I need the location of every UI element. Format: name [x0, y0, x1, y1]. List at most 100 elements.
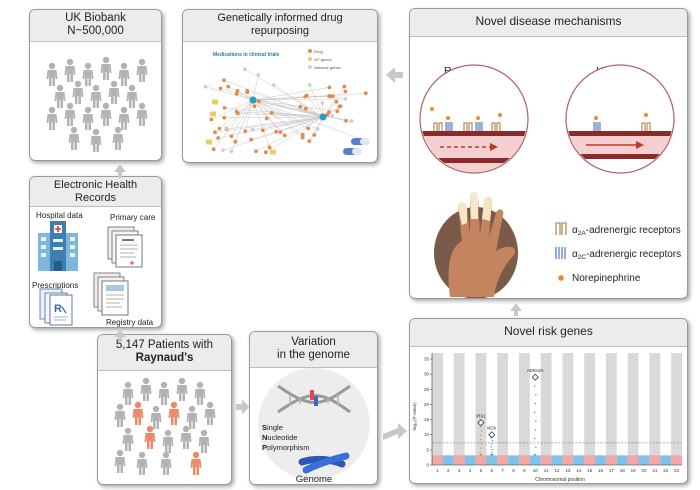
network-nodes	[203, 67, 368, 155]
snp-p-letter: P	[262, 443, 267, 452]
snp-point	[534, 429, 536, 431]
x-tick-label: 14	[576, 468, 582, 473]
legend-norepinephrine: Norepinephrine	[572, 273, 641, 284]
patients-count: 5,147 Patients with	[115, 339, 214, 351]
network-node	[249, 137, 254, 142]
raynauds-vessel-icon	[419, 64, 529, 174]
network-node	[218, 86, 223, 91]
x-tick-label: 2	[447, 468, 450, 473]
x-tick-label: 21	[652, 468, 658, 473]
snp-nucleotide-text: ucleotide	[267, 433, 297, 442]
chromosome-signal	[660, 455, 672, 465]
variation-panel: Variation in the genome Single Nucleotid…	[249, 331, 378, 485]
legend-network-genes: Network genes	[314, 65, 341, 70]
network-node	[254, 149, 258, 154]
x-tick-label: 9	[523, 468, 526, 473]
prescriptions-label: Prescriptions	[32, 281, 79, 290]
chromosome-signal	[671, 455, 682, 465]
network-node	[330, 113, 335, 118]
legend-drug: Drug	[314, 49, 323, 54]
network-node	[222, 115, 227, 120]
network-node	[306, 126, 310, 131]
snp-s-letter: S	[262, 423, 267, 432]
y-tick-label: 25	[424, 387, 430, 392]
drug-title-line2: repurposing	[250, 24, 310, 37]
network-node	[327, 85, 332, 90]
x-tick-label: 16	[598, 468, 604, 473]
chromosome-band	[562, 353, 574, 465]
snp-points	[432, 455, 682, 465]
chromosome-band	[627, 353, 639, 465]
chromosome-signal	[562, 455, 574, 465]
chromosome-signal	[627, 455, 639, 465]
network-node	[303, 106, 308, 111]
snp-point	[490, 454, 492, 456]
arrow-ehr-to-patients	[114, 330, 126, 342]
chromosome-signal	[649, 455, 661, 465]
snp-point	[535, 446, 537, 449]
snp-point	[533, 385, 536, 387]
network-node	[211, 147, 216, 152]
svg-text:Polymorphism: Polymorphism	[262, 443, 310, 452]
network-node	[282, 133, 287, 138]
network-node	[320, 101, 325, 105]
network-node	[221, 148, 225, 153]
drug-title-line1: Genetically informed drug	[217, 12, 343, 24]
alpha-2c-receptor-icon	[555, 247, 566, 259]
chromosome-signal	[432, 455, 443, 465]
x-tick-label: 7	[501, 468, 504, 473]
network-hub-node	[249, 96, 257, 104]
network-node	[271, 83, 276, 87]
network-node	[256, 73, 261, 77]
network-node	[298, 104, 303, 109]
network-title: Medications in clinical trials	[213, 52, 280, 58]
snp-point	[535, 420, 537, 422]
chromosome-signal	[540, 455, 552, 465]
x-axis-label: Chromosomal position	[535, 477, 585, 483]
y-tick-label: 10	[424, 432, 430, 437]
chromosome-signal	[518, 455, 530, 465]
network-node	[343, 96, 348, 101]
legend-a2c: α2C-adrenergic receptors	[572, 249, 681, 261]
chromosome-band	[497, 353, 509, 465]
network-node	[222, 106, 227, 110]
snp-n-letter: N	[262, 433, 267, 442]
arrow-variation-to-risk	[383, 423, 407, 440]
chromosome-band	[432, 353, 443, 465]
network-hub-node	[319, 113, 327, 121]
registry-data-label: Registry data	[106, 318, 154, 327]
network-node	[269, 110, 274, 115]
drug-repurposing-panel: Genetically informed drug repurposing Me…	[182, 9, 378, 163]
gf-gene-node	[206, 139, 212, 145]
pill-icons	[343, 138, 369, 155]
network-node	[233, 139, 238, 144]
gene-label: ADRA2A	[527, 368, 544, 373]
chromosome-band	[649, 353, 661, 465]
x-tick-label: 15	[587, 468, 593, 473]
network-node	[261, 128, 265, 133]
chromosome-band	[605, 353, 617, 465]
chromosome-signal	[529, 455, 541, 465]
snp-point	[480, 443, 483, 445]
chromosome-signal	[453, 455, 465, 465]
network-node	[300, 135, 305, 140]
x-tick-label: 19	[631, 468, 637, 473]
chromosome-signal	[605, 455, 617, 465]
risk-genes-title: Novel risk genes	[504, 324, 593, 338]
variation-header: Variation in the genome	[250, 332, 377, 368]
network-node	[229, 134, 234, 139]
uk-biobank-count: N~500,000	[67, 25, 124, 38]
variation-title-line2: in the genome	[277, 349, 350, 362]
drug-network-graph: Medications in clinical trials Drug GF g…	[203, 49, 369, 155]
arrow-risk-to-mechanisms	[510, 303, 522, 316]
x-tick-label: 22	[663, 468, 669, 473]
network-node	[315, 127, 320, 131]
arrow-ehr-to-biobank	[114, 164, 126, 178]
snp-point	[490, 446, 492, 448]
chromosome-band	[518, 353, 530, 465]
norepinephrine-icon	[558, 275, 564, 281]
network-node	[334, 99, 339, 104]
network-node	[236, 111, 240, 116]
